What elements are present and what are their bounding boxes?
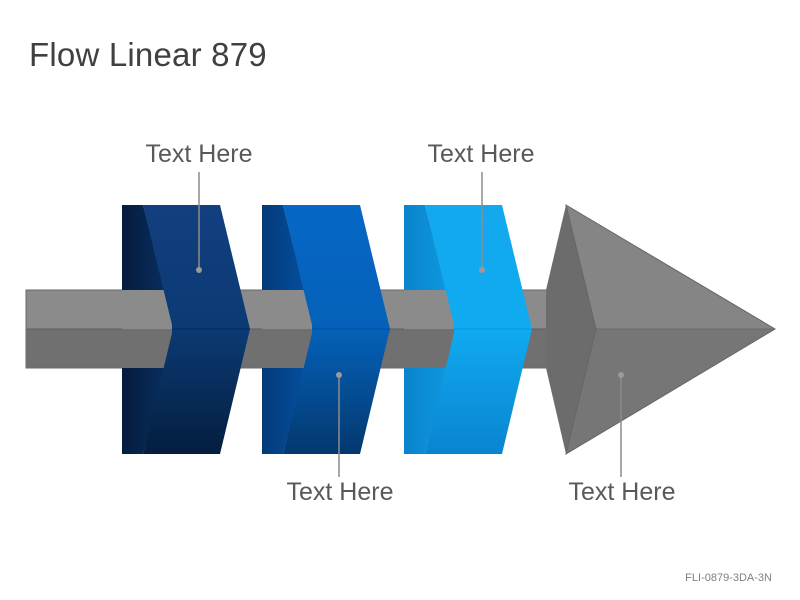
callout-leader-3 [479, 172, 485, 273]
slide-code: FLI-0879-3DA-3N [685, 572, 772, 584]
band-3-light-blue [425, 205, 532, 454]
callout-label-1: Text Here [145, 140, 253, 168]
band-1-navy [143, 205, 250, 454]
callout-leader-2 [336, 372, 342, 477]
band-2-mid-blue [283, 205, 390, 454]
callout-label-3: Text Here [286, 478, 394, 506]
callout-label-4: Text Here [568, 478, 676, 506]
callout-leader-1 [196, 172, 202, 273]
slide-title: Flow Linear 879 [29, 36, 267, 73]
callout-label-2: Text Here [427, 140, 535, 168]
callout-leader-4 [618, 372, 624, 477]
arrowhead [546, 203, 776, 456]
